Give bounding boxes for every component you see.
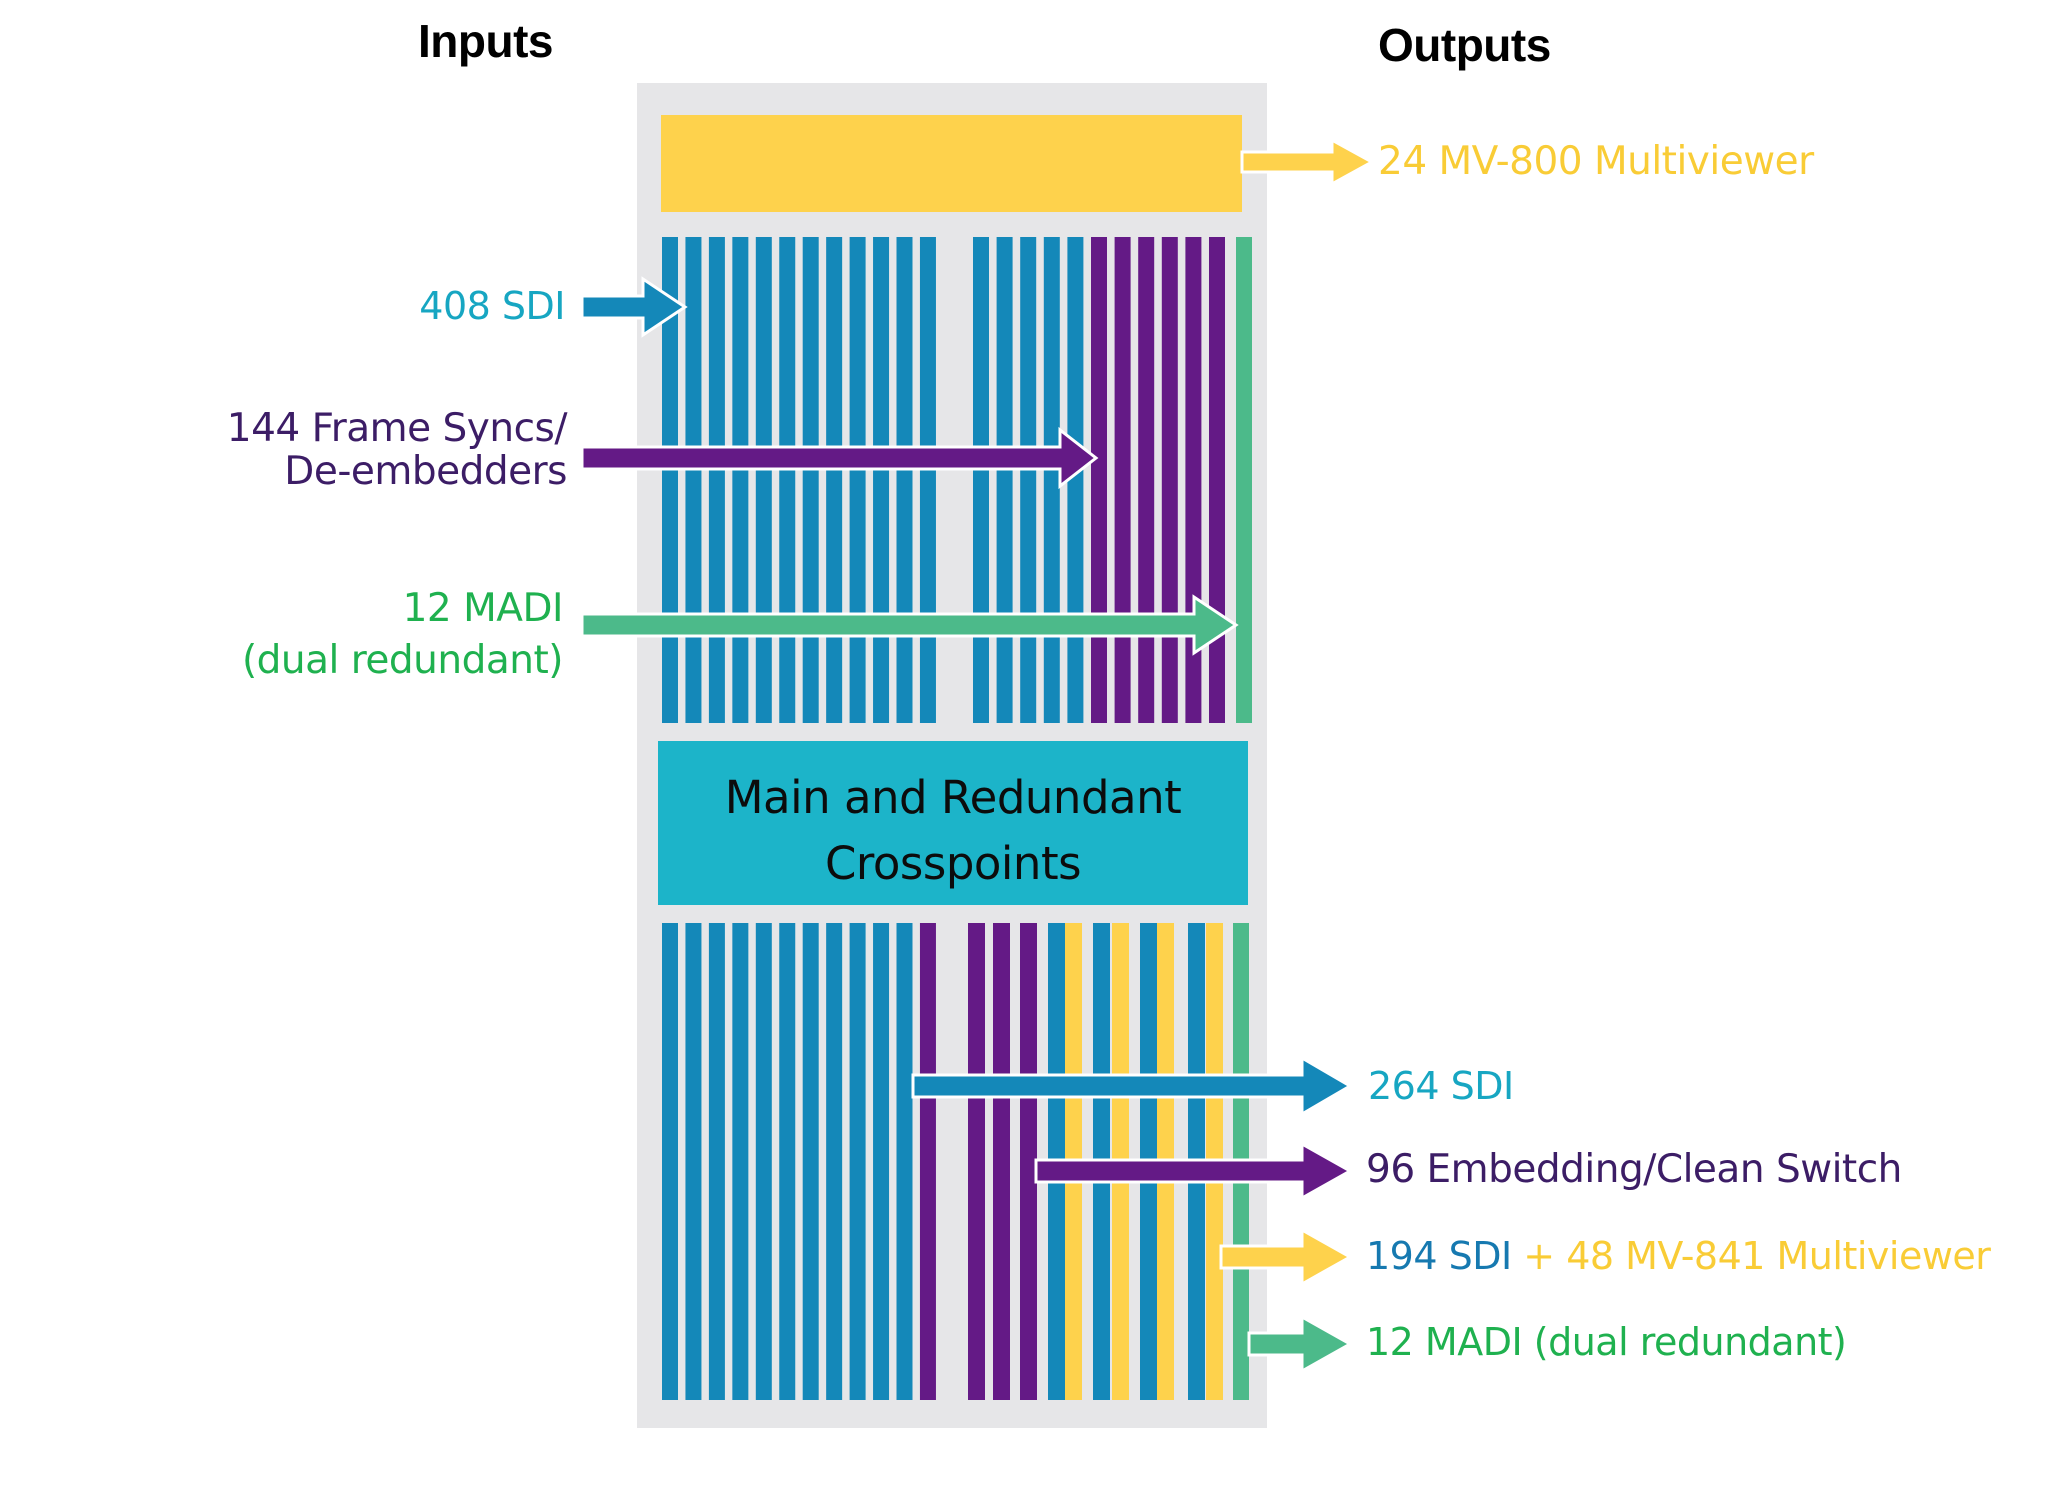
input-label-madi-line-2: (dual redundant) xyxy=(241,638,564,683)
stripe-blue xyxy=(662,923,678,1400)
output-label-sdi-mv841: 194 SDI + 48 MV-841 Multiviewer xyxy=(1366,1232,1991,1280)
output-arrow-embedding xyxy=(1034,1141,1354,1201)
stripe-purple xyxy=(1138,237,1155,723)
stripe-blue xyxy=(732,237,749,723)
stripe-purple xyxy=(919,923,936,1400)
stripe-green xyxy=(1236,237,1252,723)
input-label-frame-syncs-line-1: 144 Frame Syncs/ xyxy=(226,406,568,451)
stripe-blue xyxy=(755,923,772,1400)
input-label-frame-syncs: 144 Frame Syncs/ De-embedders xyxy=(226,406,568,494)
stripe-purple xyxy=(1020,923,1037,1400)
output-label-sdi-text: 264 SDI xyxy=(1368,1064,1514,1108)
input-arrow-frame-syncs xyxy=(580,426,1099,490)
output-arrow-madi xyxy=(1247,1314,1354,1374)
output-arrow-sdi xyxy=(911,1055,1353,1117)
stripe-blue xyxy=(919,237,936,723)
output-arrow-mv800 xyxy=(1240,137,1376,187)
stripe-blue xyxy=(708,237,725,723)
stripe-blue xyxy=(1043,237,1060,723)
output-label-madi-text: 12 MADI (dual redundant) xyxy=(1366,1320,1847,1364)
output-label-sdi: 264 SDI xyxy=(1368,1062,1514,1110)
input-label-madi: 12 MADI (dual redundant) xyxy=(241,583,564,687)
inputs-heading: Inputs xyxy=(418,15,553,67)
input-arrow-madi xyxy=(580,594,1239,656)
stripe-blue xyxy=(973,237,989,723)
crosspoint-line-1: Main and Redundant xyxy=(724,771,1182,824)
input-label-madi-line-1: 12 MADI xyxy=(402,586,564,631)
stripe-blue xyxy=(755,237,772,723)
output-label-mv800: 24 MV-800 Multiviewer xyxy=(1378,138,1814,186)
stripe-blue xyxy=(779,923,796,1400)
stripe-blue xyxy=(849,237,866,723)
input-label-sdi: 408 SDI xyxy=(419,284,565,328)
output-arrow-sdi-mv841 xyxy=(1219,1227,1354,1287)
stripe-blue xyxy=(996,237,1013,723)
input-label-frame-syncs-line-2: De-embedders xyxy=(284,449,567,494)
output-label-embedding-text: 96 Embedding/Clean Switch xyxy=(1366,1147,1902,1192)
stripe-blue xyxy=(873,237,890,723)
stripe-blue xyxy=(685,923,702,1400)
input-stripes xyxy=(662,237,1252,723)
multiviewer-band xyxy=(661,115,1242,212)
stripe-blue xyxy=(708,923,725,1400)
output-label-madi: 12 MADI (dual redundant) xyxy=(1366,1318,1847,1366)
stripe-blue xyxy=(849,923,866,1400)
stripe-purple xyxy=(968,923,985,1400)
crosspoint-label: Main and Redundant Crosspoints xyxy=(658,765,1248,897)
stripe-blue xyxy=(1067,237,1084,723)
input-arrow-sdi xyxy=(580,276,688,338)
stripe-blue xyxy=(732,923,749,1400)
stripe-blue xyxy=(896,237,913,723)
stripe-blue xyxy=(779,237,796,723)
stripe-purple xyxy=(993,923,1010,1400)
output-label-embedding: 96 Embedding/Clean Switch xyxy=(1366,1146,1902,1194)
stripe-purple xyxy=(1091,237,1107,723)
stripe-blue xyxy=(1020,237,1037,723)
stripe-blue xyxy=(896,923,913,1400)
crosspoint-box xyxy=(658,741,1248,905)
output-label-mv841-part: + 48 MV-841 Multiviewer xyxy=(1511,1234,1991,1278)
stripe-blue xyxy=(802,237,819,723)
stripe-purple xyxy=(1161,237,1178,723)
stripe-purple xyxy=(1114,237,1131,723)
output-label-sdi-part: 194 SDI xyxy=(1366,1234,1512,1278)
stripe-blue xyxy=(662,237,678,723)
stripe-purple xyxy=(1209,237,1225,723)
stripe-blue xyxy=(873,923,890,1400)
output-label-mv800-text: 24 MV-800 Multiviewer xyxy=(1378,139,1814,184)
stripe-blue xyxy=(826,237,843,723)
stripe-blue xyxy=(685,237,702,723)
stripe-blue xyxy=(802,923,819,1400)
input-label-sdi-line-1: 408 SDI xyxy=(419,284,565,328)
stripe-blue xyxy=(826,923,843,1400)
outputs-heading: Outputs xyxy=(1378,19,1551,71)
crosspoint-line-2: Crosspoints xyxy=(824,837,1082,890)
